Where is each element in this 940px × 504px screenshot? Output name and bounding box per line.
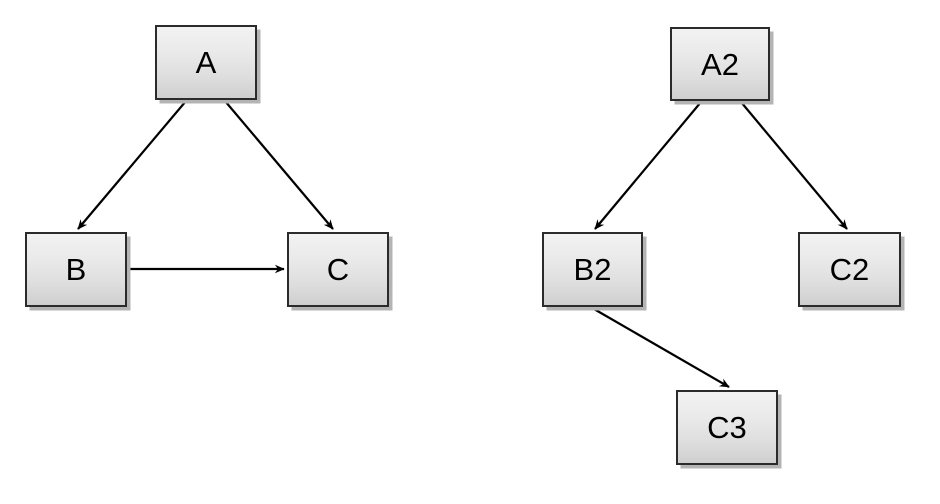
node-c[interactable]: C [287,232,389,307]
node-c3-label: C3 [707,410,747,445]
node-a-label: A [195,45,217,80]
node-c2[interactable]: C2 [798,232,901,307]
edge-a2-b2 [594,101,702,230]
node-c-label: C [326,252,350,287]
node-b2-label: B2 [573,252,612,287]
edge-a-c [224,100,334,230]
node-a2-label: A2 [701,46,739,82]
node-c3[interactable]: C3 [676,390,778,465]
edge-a-b [77,100,187,230]
edge-group [77,100,848,388]
node-a[interactable]: A [155,25,257,100]
edge-b2-c3 [593,308,730,388]
node-b-label: B [65,252,87,287]
node-b[interactable]: B [25,232,127,307]
node-a2[interactable]: A2 [670,27,770,101]
node-c2-label: C2 [829,252,870,287]
edge-a2-c2 [740,101,848,230]
node-b2[interactable]: B2 [542,232,643,307]
